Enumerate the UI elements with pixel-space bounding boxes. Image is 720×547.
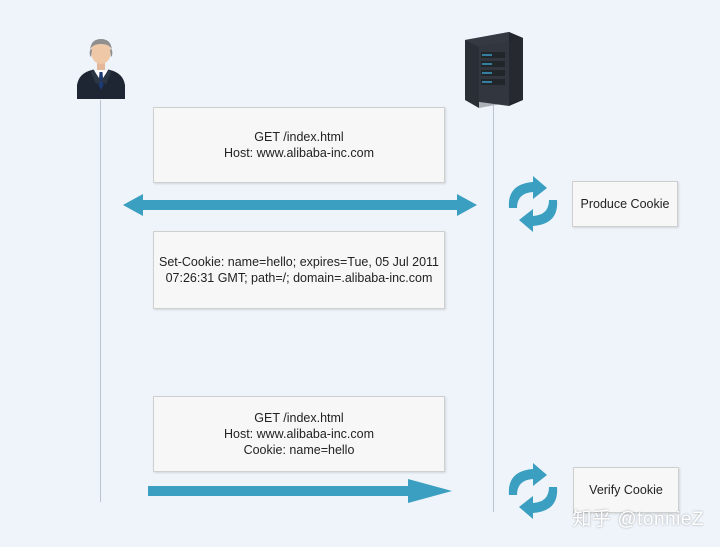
produce-cookie-box: Produce Cookie	[572, 181, 678, 227]
client-lifeline	[100, 100, 101, 502]
produce-cookie-label: Produce Cookie	[580, 197, 670, 211]
refresh-icon	[503, 174, 563, 234]
server-lifeline	[493, 105, 494, 512]
verify-cookie-box: Verify Cookie	[573, 467, 679, 513]
request-1-line-1: GET /index.html	[254, 130, 344, 144]
refresh-icon	[503, 461, 563, 521]
right-arrow	[148, 479, 452, 503]
server-icon	[461, 30, 525, 110]
request-2-line-1: GET /index.html	[254, 411, 344, 425]
request-2-line-3: Cookie: name=hello	[243, 443, 355, 457]
watermark: 知乎 @tonnieZ	[572, 509, 704, 530]
request-box-2: GET /index.html Host: www.alibaba-inc.co…	[153, 396, 445, 472]
response-line-2: 07:26:31 GMT; path=/; domain=.alibaba-in…	[165, 271, 433, 285]
response-line-1: Set-Cookie: name=hello; expires=Tue, 05 …	[158, 255, 440, 269]
verify-cookie-label: Verify Cookie	[589, 483, 663, 497]
response-box: Set-Cookie: name=hello; expires=Tue, 05 …	[153, 231, 445, 309]
request-2-line-2: Host: www.alibaba-inc.com	[223, 427, 375, 441]
user-icon	[74, 37, 128, 101]
request-1-line-2: Host: www.alibaba-inc.com	[223, 146, 375, 160]
request-box-1: GET /index.html Host: www.alibaba-inc.co…	[153, 107, 445, 183]
bidirectional-arrow	[123, 194, 477, 216]
